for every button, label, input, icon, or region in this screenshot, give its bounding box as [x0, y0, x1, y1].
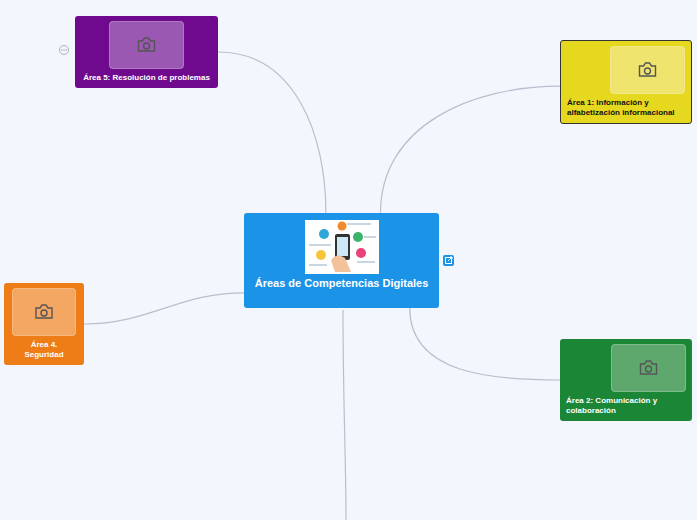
illustration-part [356, 248, 366, 258]
link-icon [443, 255, 454, 266]
illustration-part [347, 223, 371, 225]
camera-icon [36, 305, 52, 318]
central-topic: Áreas de Competencias Digitales [244, 213, 439, 308]
image-placeholder [109, 21, 184, 69]
camera-icon [139, 38, 155, 51]
image-placeholder [611, 344, 686, 392]
camera-lens [646, 366, 652, 372]
placeholder-frame [612, 345, 686, 392]
topic-label: Área 4. Seguridad [4, 340, 84, 365]
topic-box: Área 4. Seguridad [4, 283, 84, 365]
illustration-part [353, 232, 363, 242]
digital-illustration [305, 220, 379, 274]
illustration-part [309, 244, 331, 246]
connector [410, 308, 560, 380]
placeholder-frame [611, 47, 685, 94]
collapse-indicator [60, 46, 69, 55]
topic-box: Área 5: Resolución de problemas [75, 16, 218, 88]
topic-box: Área 1: Información y alfabetización inf… [560, 40, 692, 124]
illustration-part [319, 229, 329, 239]
branch-line [343, 310, 346, 520]
illustration-part [305, 220, 379, 274]
camera-lens [645, 68, 651, 74]
illustration-part [309, 264, 327, 266]
illustration-part [357, 261, 375, 263]
image-placeholder [610, 46, 685, 94]
topic-label: Área 5: Resolución de problemas [75, 73, 218, 88]
topic-label: Área 2: Comunicación y colaboración [560, 396, 692, 421]
camera-lens [144, 43, 150, 49]
topic-title: Áreas de Competencias Digitales [244, 277, 439, 298]
connector [84, 293, 244, 324]
topic-box: Área 2: Comunicación y colaboración [560, 339, 692, 421]
camera-lens [41, 310, 47, 316]
connector [381, 86, 561, 213]
topic-label: Área 1: Información y alfabetización inf… [561, 98, 691, 123]
placeholder-frame [13, 289, 76, 336]
image-placeholder [12, 288, 76, 336]
placeholder-frame [110, 22, 184, 69]
illustration-part [337, 222, 346, 231]
illustration-part [364, 236, 376, 238]
camera-icon [641, 361, 657, 374]
camera-icon [640, 63, 656, 76]
illustration-part [331, 255, 351, 272]
illustration-part [337, 237, 348, 256]
illustration-part [316, 250, 326, 260]
connector [218, 52, 326, 213]
